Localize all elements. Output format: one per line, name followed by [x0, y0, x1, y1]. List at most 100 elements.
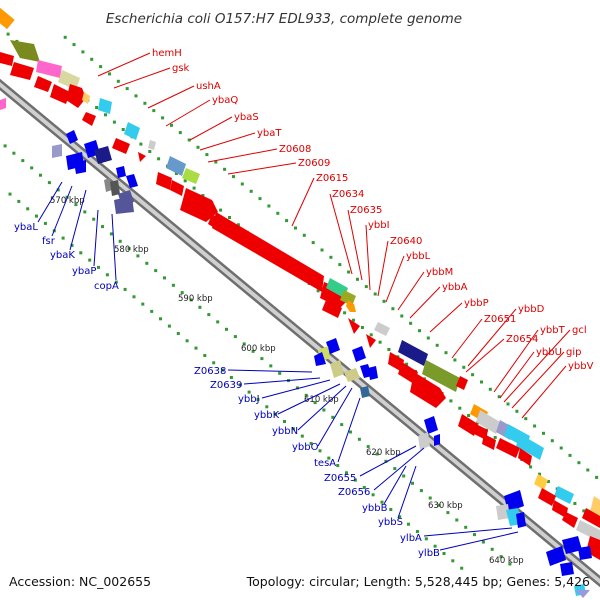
gene-label-ybaS[interactable]: ybaS — [234, 112, 259, 123]
reverse-gene-labels: ybaL fsr ybaK ybaP copA Z0638 Z0639 ybbJ… — [14, 181, 519, 559]
gene-label-ybbK[interactable]: ybbK — [254, 410, 280, 421]
track-dot — [380, 500, 384, 504]
track-dot — [402, 474, 406, 478]
track-dot — [309, 442, 313, 445]
track-dot — [446, 511, 450, 515]
gene-label-ybaQ[interactable]: ybaQ — [212, 95, 238, 106]
track-dot — [223, 167, 227, 171]
gene-label-ybbP[interactable]: ybbP — [464, 298, 489, 309]
track-dot — [233, 335, 237, 339]
track-dot — [283, 420, 286, 423]
tick-620kbp: 620 kbp — [366, 448, 401, 458]
gene-label-ybbA[interactable]: ybbA — [442, 282, 468, 293]
track-dot — [6, 32, 10, 36]
track-dot — [238, 383, 242, 387]
track-dot — [480, 380, 483, 384]
expand-arrow-icon[interactable] — [576, 590, 590, 598]
forward-gene-labels: hemH gsk ushA ybaQ ybaS ybaT Z0608 Z0609… — [97, 48, 594, 419]
track-dot — [101, 225, 104, 229]
track-dot — [391, 307, 395, 311]
gene-label-ybbB[interactable]: ybbB — [362, 503, 388, 514]
dotted-feature-tracks — [3, 32, 599, 570]
gene-label-Z0638[interactable]: Z0638 — [194, 366, 226, 377]
track-dot — [105, 273, 109, 277]
gene-label-ushA[interactable]: ushA — [196, 81, 221, 92]
gene-label-Z0640[interactable]: Z0640 — [390, 236, 422, 247]
gene-label-Z0635[interactable]: Z0635 — [350, 205, 382, 216]
track-dot — [141, 302, 145, 306]
gene-label-ybaK[interactable]: ybaK — [50, 250, 75, 261]
track-dot — [95, 106, 99, 109]
track-dot — [70, 243, 74, 247]
track-dot — [506, 402, 510, 406]
scale-ticks: 570 kbp 580 kbp 590 kbp 600 kbp 610 kbp … — [50, 196, 524, 566]
gene-label-ybbO[interactable]: ybbO — [292, 442, 319, 453]
gene-label-ybbD[interactable]: ybbD — [518, 304, 545, 315]
gene-label-gip[interactable]: gip — [566, 347, 581, 358]
track-dot — [493, 436, 497, 439]
gene-label-ybaT[interactable]: ybaT — [257, 128, 282, 139]
gene-label-ybaL[interactable]: ybaL — [14, 222, 38, 233]
track-dot — [529, 465, 533, 469]
gene-label-gcl[interactable]: gcl — [572, 325, 587, 336]
gene-label-Z0609[interactable]: Z0609 — [298, 158, 330, 169]
gene-label-Z0651[interactable]: Z0651 — [484, 314, 516, 325]
gene-label-Z0654[interactable]: Z0654 — [506, 334, 538, 345]
track-dot — [524, 417, 528, 421]
gene-label-hemH[interactable]: hemH — [152, 48, 182, 59]
gene-label-ybbS[interactable]: ybbS — [378, 517, 403, 528]
gene-label-ybbN[interactable]: ybbN — [272, 426, 298, 437]
gene-label-ybbV[interactable]: ybbV — [568, 361, 594, 372]
track-dot — [194, 346, 198, 350]
track-dot — [112, 120, 116, 124]
track-dot — [387, 348, 391, 351]
gene-label-ylbB[interactable]: ylbB — [418, 548, 440, 559]
track-dot — [157, 157, 161, 161]
gene-label-Z0655[interactable]: Z0655 — [324, 473, 356, 484]
track-dot — [114, 280, 118, 284]
track-dot — [121, 128, 125, 131]
gene-label-Z0615[interactable]: Z0615 — [316, 173, 348, 184]
track-dot — [444, 351, 448, 355]
track-dot — [185, 339, 189, 343]
gene-label-Z0639[interactable]: Z0639 — [210, 380, 242, 391]
track-dot — [258, 197, 262, 201]
track-dot — [17, 199, 21, 203]
track-dot — [316, 289, 320, 293]
track-dot — [353, 478, 357, 482]
gene-label-gsk[interactable]: gsk — [172, 63, 190, 74]
track-dot — [384, 459, 388, 463]
track-dot — [467, 414, 471, 417]
gene-label-Z0634[interactable]: Z0634 — [332, 189, 364, 200]
track-dot — [88, 258, 92, 262]
track-dot — [329, 255, 333, 259]
track-dot — [21, 159, 25, 163]
gene-label-ybbJ[interactable]: ybbJ — [238, 394, 260, 405]
track-dot — [118, 239, 122, 243]
gene-label-ybaP[interactable]: ybaP — [72, 266, 96, 277]
forward-strand-genes — [0, 5, 600, 560]
track-dot — [216, 320, 220, 324]
gene-label-Z0656[interactable]: Z0656 — [338, 487, 370, 498]
gene-label-fsr[interactable]: fsr — [42, 236, 56, 247]
gene-label-ybbU[interactable]: ybbU — [536, 347, 562, 358]
track-dot — [462, 365, 466, 369]
track-dot — [582, 509, 586, 513]
track-dot — [152, 109, 156, 113]
track-dot — [488, 387, 492, 391]
gene-label-ybbT[interactable]: ybbT — [540, 325, 566, 336]
track-dot — [338, 263, 342, 267]
gene-label-ybbL[interactable]: ybbL — [406, 251, 431, 262]
track-dot — [72, 43, 76, 47]
track-dot — [550, 439, 554, 443]
gene-label-ylbA[interactable]: ylbA — [400, 533, 422, 544]
gene-label-copA[interactable]: copA — [94, 281, 119, 292]
track-dot — [145, 261, 149, 265]
gene-label-ybbM[interactable]: ybbM — [426, 267, 453, 278]
track-dot — [212, 361, 216, 365]
gene-label-Z0608[interactable]: Z0608 — [279, 144, 311, 155]
accession-label: Accession: NC_002655 — [9, 574, 151, 589]
gene-label-ybbI[interactable]: ybbI — [368, 220, 390, 231]
track-dot — [352, 318, 355, 322]
gene-label-tesA[interactable]: tesA — [314, 458, 336, 469]
